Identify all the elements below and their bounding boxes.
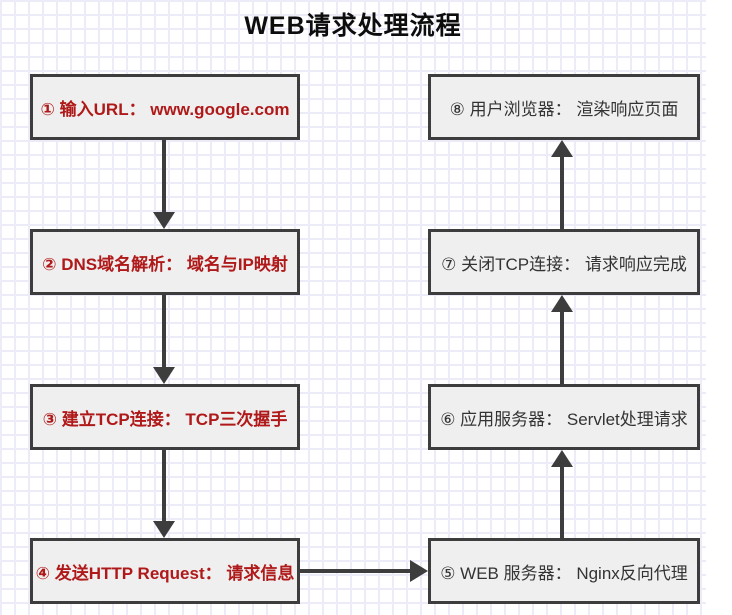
arrowhead-up-icon	[551, 140, 573, 157]
node-step-3: ③ 建立TCP连接： TCP三次握手	[30, 384, 300, 450]
node-step-7: ⑦ 关闭TCP连接： 请求响应完成	[428, 229, 700, 295]
node-step-2: ② DNS域名解析： 域名与IP映射	[30, 229, 300, 295]
arrow-shaft	[162, 450, 166, 522]
arrow-shaft	[560, 466, 564, 538]
node-step-1: ① 输入URL： www.google.com	[30, 74, 300, 140]
arrow-shaft	[560, 156, 564, 229]
arrowhead-up-icon	[551, 450, 573, 467]
arrow-shaft	[560, 311, 564, 384]
node-step-6: ⑥ 应用服务器： Servlet处理请求	[428, 384, 700, 450]
arrow-shaft	[162, 140, 166, 213]
arrowhead-right-icon	[410, 560, 428, 582]
node-step-8: ⑧ 用户浏览器： 渲染响应页面	[428, 74, 700, 140]
arrowhead-down-icon	[153, 521, 175, 538]
arrowhead-down-icon	[153, 367, 175, 384]
arrow-shaft	[162, 295, 166, 368]
arrow-shaft	[300, 569, 411, 573]
arrowhead-up-icon	[551, 295, 573, 312]
node-step-4: ④ 发送HTTP Request： 请求信息	[30, 538, 300, 604]
node-step-5: ⑤ WEB 服务器： Nginx反向代理	[428, 538, 700, 604]
diagram-title: WEB请求处理流程	[244, 12, 462, 40]
arrowhead-down-icon	[153, 212, 175, 229]
